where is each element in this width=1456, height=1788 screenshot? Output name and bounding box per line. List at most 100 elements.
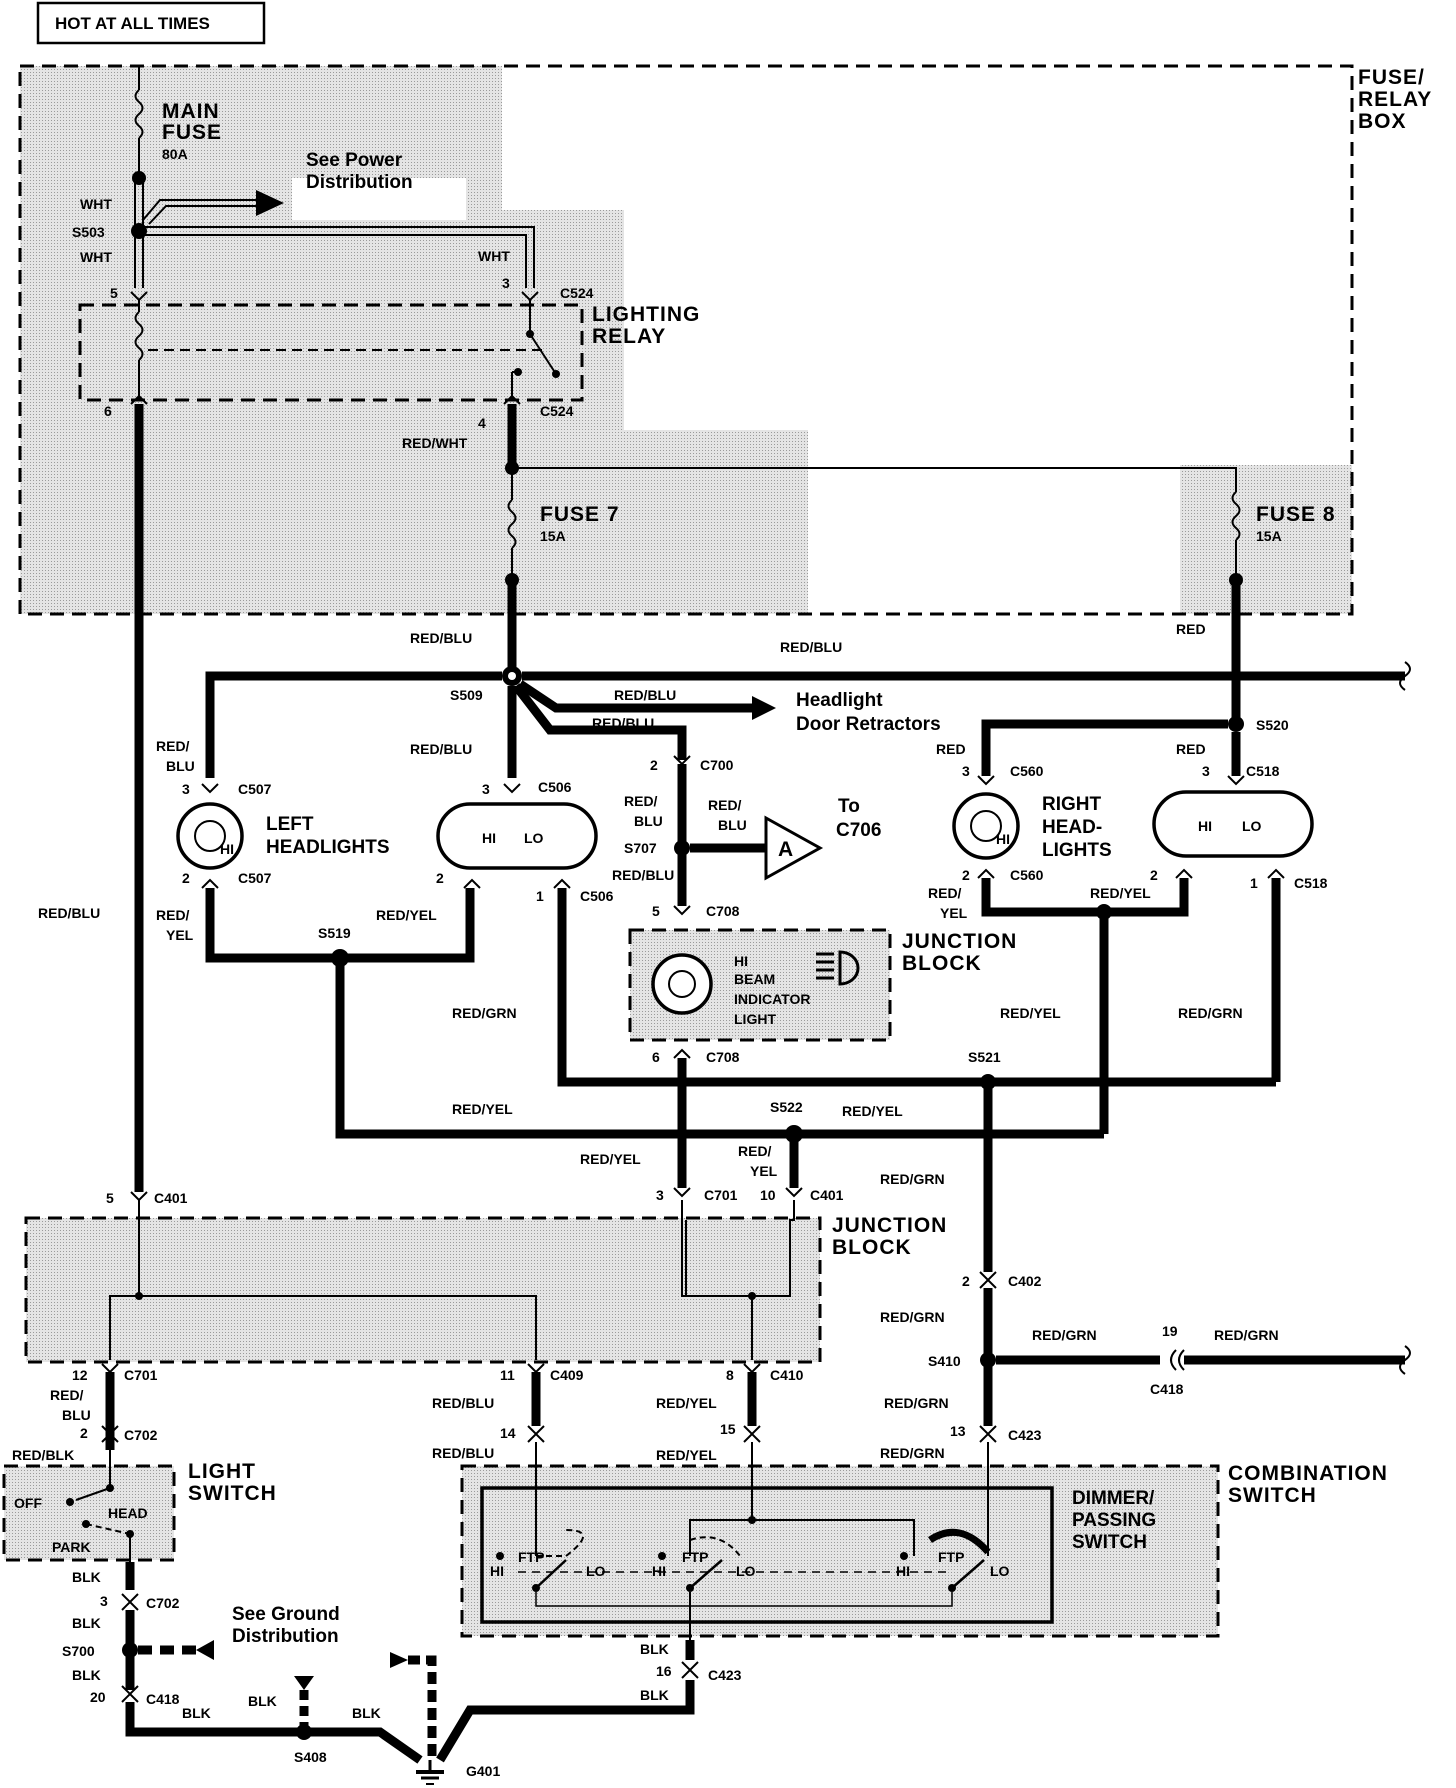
svg-text:RED/BLU: RED/BLU [432, 1395, 494, 1411]
svg-text:S410: S410 [928, 1353, 961, 1369]
svg-text:19: 19 [1162, 1323, 1178, 1339]
svg-text:RED/BLU: RED/BLU [614, 687, 676, 703]
svg-text:C560: C560 [1010, 763, 1044, 779]
ground-g401: BLK S408 BLK G401 [248, 1652, 500, 1785]
svg-text:2: 2 [80, 1425, 88, 1441]
light-switch-circuit: 12 C701 RED/ BLU 2 C702 RED/BLK LIGHT SW… [2, 1363, 423, 1764]
svg-text:HI: HI [482, 830, 496, 846]
svg-text:BLK: BLK [72, 1667, 101, 1683]
svg-text:RED/WHT: RED/WHT [402, 435, 468, 451]
svg-text:SWITCH: SWITCH [1072, 1532, 1147, 1553]
svg-text:15: 15 [720, 1421, 736, 1437]
svg-text:WHT: WHT [80, 249, 112, 265]
svg-text:C410: C410 [770, 1367, 804, 1383]
headlight-door-label: Headlight [796, 690, 883, 711]
svg-text:RED/: RED/ [738, 1143, 772, 1159]
svg-text:LO: LO [1242, 818, 1262, 834]
svg-text:C708: C708 [706, 1049, 740, 1065]
fuse-8-label: FUSE 8 [1256, 503, 1336, 526]
svg-text:OFF: OFF [14, 1495, 42, 1511]
lighting-relay: 5 3 C524 LIGHTING RELAY 6 C524 4 RED/WHT [78, 275, 700, 451]
svg-text:RED/: RED/ [50, 1387, 84, 1403]
svg-text:2: 2 [650, 757, 658, 773]
main-fuse-label: MAIN [162, 100, 220, 123]
svg-text:RED/BLU: RED/BLU [410, 741, 472, 757]
svg-text:FUSE: FUSE [162, 121, 222, 144]
svg-text:YEL: YEL [166, 927, 194, 943]
svg-text:BLK: BLK [248, 1693, 277, 1709]
svg-text:C518: C518 [1294, 875, 1328, 891]
lighting-relay-label: LIGHTING [592, 303, 700, 326]
svg-text:C702: C702 [124, 1427, 158, 1443]
svg-text:15A: 15A [1256, 528, 1282, 544]
svg-text:12: 12 [72, 1367, 88, 1383]
red-grn-right-run: 2 C402 RED/GRN S410 RED/GRN 19 RED/GRN C… [880, 1271, 1411, 1461]
svg-text:RED/BLK: RED/BLK [12, 1447, 74, 1463]
svg-text:LIGHT: LIGHT [734, 1011, 776, 1027]
svg-text:C418: C418 [1150, 1381, 1184, 1397]
combination-switch: COMBINATION SWITCH DIMMER/ PASSING SWITC… [460, 1442, 1387, 1660]
svg-text:YEL: YEL [750, 1163, 778, 1179]
hi-beam-indicator-lamp [651, 953, 713, 1015]
svg-text:Door Retractors: Door Retractors [796, 714, 941, 735]
left-headlights: RED/ BLU 3 C507 HI 2 C507 LEFT HEADLIGHT… [156, 738, 614, 967]
svg-text:RED/GRN: RED/GRN [1032, 1327, 1097, 1343]
splice-s503 [131, 223, 147, 239]
svg-text:RED/YEL: RED/YEL [580, 1151, 641, 1167]
svg-text:S520: S520 [1256, 717, 1289, 733]
left-headlights-label: LEFT [266, 814, 314, 835]
svg-text:BLK: BLK [640, 1687, 669, 1703]
svg-text:C702: C702 [146, 1595, 180, 1611]
left-red-blu-wire: RED/BLU [38, 404, 144, 1192]
splice-s408 [296, 1724, 312, 1740]
svg-text:C418: C418 [146, 1691, 180, 1707]
svg-text:RED/GRN: RED/GRN [1214, 1327, 1279, 1343]
svg-text:FTP: FTP [938, 1549, 964, 1565]
svg-text:BLOCK: BLOCK [832, 1236, 912, 1259]
svg-text:3: 3 [1202, 763, 1210, 779]
red-blu-bus: RED/BLU S509 RED/BLU RED/BLU Headlight D… [205, 580, 1411, 778]
svg-text:BLU: BLU [634, 813, 663, 829]
svg-text:3: 3 [962, 763, 970, 779]
to-c706-label: To [838, 796, 860, 817]
svg-text:BLU: BLU [166, 758, 195, 774]
left-headlight-inner-lamp [436, 802, 598, 870]
svg-text:1: 1 [536, 888, 544, 904]
hi-beam-circuit: 2 C700 RED/ BLU S707 RED/ BLU A To C706 … [580, 755, 1016, 1188]
svg-text:C506: C506 [580, 888, 614, 904]
right-headlights-label: RIGHT [1042, 794, 1102, 815]
svg-text:C701: C701 [704, 1187, 738, 1203]
power-distribution-note: See Power [306, 150, 403, 171]
svg-text:BLU: BLU [718, 817, 747, 833]
svg-text:PARK: PARK [52, 1539, 91, 1555]
svg-text:S503: S503 [72, 224, 105, 240]
svg-text:RED/YEL: RED/YEL [1090, 885, 1151, 901]
svg-text:RED/GRN: RED/GRN [880, 1171, 945, 1187]
svg-text:RED/GRN: RED/GRN [880, 1445, 945, 1461]
svg-text:3: 3 [182, 781, 190, 797]
svg-text:S509: S509 [450, 687, 483, 703]
svg-text:LO: LO [736, 1563, 756, 1579]
svg-text:5: 5 [652, 903, 660, 919]
svg-text:HI: HI [896, 1563, 910, 1579]
svg-text:HI: HI [996, 831, 1010, 847]
svg-text:RED/BLU: RED/BLU [38, 905, 100, 921]
svg-text:BEAM: BEAM [734, 971, 775, 987]
svg-text:LO: LO [990, 1563, 1010, 1579]
svg-text:RED/YEL: RED/YEL [376, 907, 437, 923]
svg-text:HI: HI [490, 1563, 504, 1579]
svg-text:LO: LO [586, 1563, 606, 1579]
svg-text:C402: C402 [1008, 1273, 1042, 1289]
svg-text:RED/BLU: RED/BLU [612, 867, 674, 883]
lower-junction-connectors: 5 C401 3 C701 10 C401 [106, 1187, 844, 1206]
svg-text:20: 20 [90, 1689, 106, 1705]
svg-text:C518: C518 [1246, 763, 1280, 779]
svg-text:C423: C423 [708, 1667, 742, 1683]
main-fuse: MAIN FUSE 80A [132, 66, 222, 185]
light-switch-label: LIGHT [188, 1460, 256, 1483]
junction-block-lower-label: JUNCTION [832, 1214, 947, 1237]
svg-text:C506: C506 [538, 779, 572, 795]
fuse-relay-box-label: FUSE/ [1358, 66, 1425, 89]
svg-text:C409: C409 [550, 1367, 584, 1383]
